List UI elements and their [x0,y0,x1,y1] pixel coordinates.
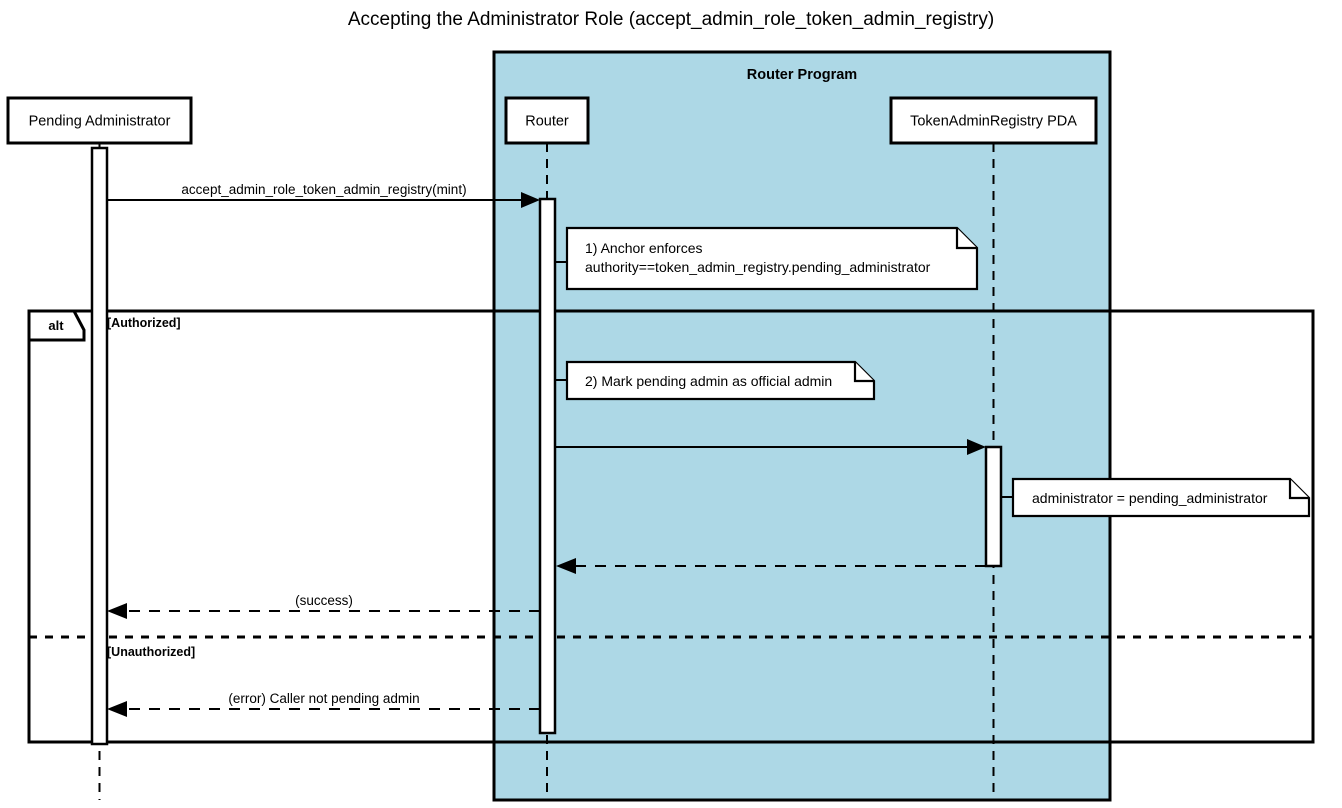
participant-box-token-admin-registry-pda[interactable] [889,96,1098,145]
message-5-arrowhead [107,701,127,717]
note-1-line-1: 1) Anchor enforces [585,240,703,256]
alt-operand-guard-unauthorized: [Unauthorized] [107,645,195,659]
alt-fragment-tab [27,309,86,342]
note-2-line-1: 2) Mark pending admin as official admin [585,373,832,389]
group-box-rect [492,50,1112,802]
message-4-arrowhead [107,603,127,619]
participant-box-router[interactable] [504,96,590,145]
participant-token-admin-registry-pda[interactable]: TokenAdminRegistry PDA [889,96,1098,145]
note-anchor-enforces: 1) Anchor enforces authority==token_admi… [555,226,979,291]
activation-bar-router [538,197,557,735]
activation-bar-token-admin-registry-pda [984,445,1003,568]
participant-pending-administrator[interactable]: Pending Administrator [6,96,193,145]
group-title-label: Router Program [747,67,857,83]
message-update-registry [555,439,986,455]
message-success: (success) [107,593,540,619]
note-3-fold-corner [1288,479,1309,500]
message-3-arrowhead [556,558,576,574]
note-1-body [565,226,979,291]
message-1-arrowhead [521,192,540,208]
participant-label-token-admin-registry-pda: TokenAdminRegistry PDA [910,113,1077,129]
note-2-fold-corner [853,362,874,383]
participant-label-router: Router [525,113,569,129]
note-1-fold-corner [955,228,977,250]
message-accept-admin-role: accept_admin_role_token_admin_registry(m… [107,182,540,208]
note-administrator-assignment: administrator = pending_administrator [1001,477,1311,518]
note-2-body [565,360,876,401]
message-2-arrowhead [967,439,986,455]
alt-fragment-box [27,309,1315,744]
participant-label-pending-administrator: Pending Administrator [29,113,171,129]
alt-fragment-kind-label: alt [48,318,64,333]
group-router-program: Router Program [492,50,1112,802]
note-mark-pending-admin: 2) Mark pending admin as official admin [555,360,876,401]
message-registry-return [556,558,986,574]
participant-box-pending-administrator[interactable] [6,96,193,145]
note-3-body [1011,477,1311,518]
alt-fragment: alt [Authorized] [Unauthorized] [27,309,1315,744]
message-error: (error) Caller not pending admin [107,691,540,717]
note-1-line-2: authority==token_admin_registry.pending_… [585,259,931,275]
activation-bar-pending-administrator [90,146,109,746]
note-3-line-1: administrator = pending_administrator [1032,490,1268,506]
participant-router[interactable]: Router [504,96,590,145]
message-5-label: (error) Caller not pending admin [228,691,419,706]
message-1-label: accept_admin_role_token_admin_registry(m… [181,182,466,197]
page-title: Accepting the Administrator Role (accept… [348,9,994,30]
message-4-label: (success) [295,593,353,608]
alt-operand-guard-authorized: [Authorized] [107,316,181,330]
